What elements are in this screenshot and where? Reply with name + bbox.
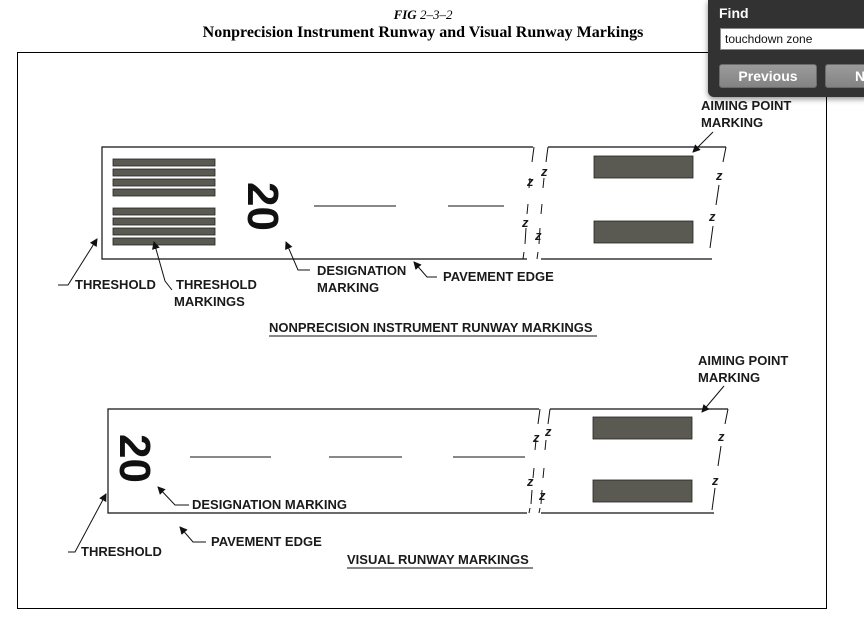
- visual-runway: z z z z z z 20 THRESHOLD DESIGNATION MAR…: [68, 353, 788, 569]
- svg-text:z: z: [708, 209, 716, 224]
- nonprecision-designation-number: 20: [238, 182, 287, 231]
- svg-text:z: z: [717, 429, 725, 444]
- previous-button[interactable]: Previous: [719, 64, 817, 88]
- visual-pavement-left: [107, 408, 539, 514]
- visual-section-label: VISUAL RUNWAY MARKINGS: [347, 552, 529, 567]
- threshold-label: THRESHOLD: [75, 277, 156, 292]
- visual-designation-number: 20: [110, 434, 159, 483]
- aiming-point-marking: [593, 155, 694, 179]
- aiming-point-marking: [592, 479, 693, 503]
- visual-pavement-edge-label: PAVEMENT EDGE: [211, 534, 322, 549]
- threshold-markings-label-line1: THRESHOLD: [176, 277, 257, 292]
- figure-frame: [17, 52, 827, 609]
- threshold-markings: [112, 158, 216, 246]
- figure-number-value: 2–3–2: [419, 7, 453, 22]
- nonprecision-section-label: NONPRECISION INSTRUMENT RUNWAY MARKINGS: [269, 320, 593, 335]
- svg-text:z: z: [521, 215, 529, 230]
- svg-text:z: z: [538, 488, 546, 503]
- svg-text:z: z: [534, 228, 542, 243]
- next-button[interactable]: Next: [825, 64, 864, 88]
- designation-marking-label-line2: MARKING: [317, 280, 379, 295]
- pavement-edge-label: PAVEMENT EDGE: [443, 269, 554, 284]
- aiming-point-label-line1: AIMING POINT: [701, 98, 791, 113]
- aiming-point-marking: [593, 220, 694, 244]
- figure-number: FIG 2–3–2: [0, 7, 846, 23]
- nonprecision-runway: z z z z z z 20 THRES: [58, 98, 791, 337]
- svg-text:z: z: [711, 473, 719, 488]
- svg-text:z: z: [544, 424, 552, 439]
- find-input[interactable]: [720, 28, 864, 50]
- svg-text:z: z: [532, 430, 540, 445]
- visual-designation-label: DESIGNATION MARKING: [192, 497, 347, 512]
- designation-marking-label-line1: DESIGNATION: [317, 263, 406, 278]
- nonprecision-pavement-left: [101, 146, 533, 260]
- find-bar: Find Previous Next: [708, 0, 864, 97]
- figure-number-prefix: FIG: [393, 7, 417, 22]
- svg-text:z: z: [540, 164, 548, 179]
- figure-title: Nonprecision Instrument Runway and Visua…: [202, 24, 644, 41]
- visual-threshold-label: THRESHOLD: [81, 544, 162, 559]
- threshold-markings-label-line2: MARKINGS: [174, 294, 245, 309]
- svg-text:z: z: [526, 474, 534, 489]
- svg-text:z: z: [715, 168, 723, 183]
- aiming-point-label-line2: MARKING: [701, 115, 763, 130]
- visual-aiming-point-label-line1: AIMING POINT: [698, 353, 788, 368]
- svg-text:z: z: [526, 174, 534, 189]
- visual-aiming-point-label-line2: MARKING: [698, 370, 760, 385]
- aiming-point-marking: [592, 416, 693, 440]
- find-bar-title: Find: [719, 5, 749, 21]
